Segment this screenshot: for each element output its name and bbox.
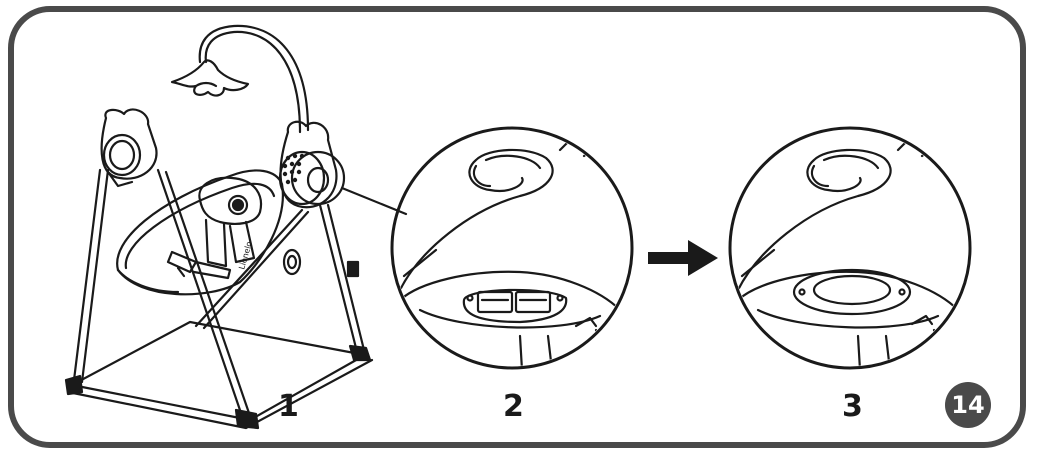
harness xyxy=(204,218,228,268)
detail-view-open xyxy=(390,126,634,370)
baby-swing-drawing: Lionelo xyxy=(64,24,374,430)
swing-base-frame xyxy=(70,320,367,422)
detail-view-closed xyxy=(728,126,972,370)
mobile-toy xyxy=(170,59,250,97)
figure-frame xyxy=(8,6,1026,448)
swing-seat xyxy=(116,169,284,296)
figure-number-badge: 14 xyxy=(945,382,991,428)
step-label-2: 2 xyxy=(503,389,524,424)
callout-circle xyxy=(290,150,346,206)
mobile-arch xyxy=(204,30,302,134)
swing-legs xyxy=(72,168,102,382)
step-label-1: 1 xyxy=(278,389,299,424)
right-side-housing xyxy=(279,120,338,209)
battery-latches xyxy=(462,288,568,324)
step-label-3: 3 xyxy=(842,389,863,424)
left-side-housing xyxy=(100,108,158,180)
arrow-right-icon xyxy=(648,240,718,276)
battery-cover xyxy=(792,268,912,316)
callout-line xyxy=(340,186,408,216)
